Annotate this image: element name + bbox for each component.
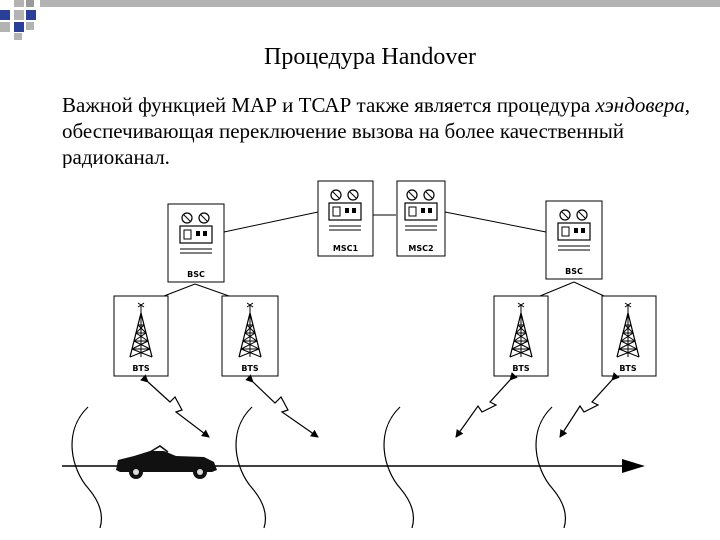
bts4-node: BTS [601, 295, 657, 377]
car-icon [116, 445, 217, 479]
body-text-italic: хэндовера [595, 93, 685, 117]
bts2-label: BTS [241, 364, 259, 373]
link-lines [163, 211, 605, 297]
bts3-node: BTS [493, 295, 549, 377]
bsc-left-node: BSC [167, 203, 225, 283]
radio-link-3 [455, 372, 518, 438]
radio-link-4 [559, 372, 620, 438]
cell-boundaries [71, 406, 567, 529]
msc2-label: MSC2 [408, 244, 433, 253]
bts3-label: BTS [512, 364, 530, 373]
bsc-right-label: BSC [565, 267, 583, 276]
msc2-node: MSC2 [396, 180, 446, 257]
slide-body-text: Важной функцией МАР и ТСАР также являетс… [62, 92, 702, 168]
body-text-part2: , обеспечивающая переключение вызова на … [62, 93, 691, 168]
bts1-node: BTS [113, 295, 169, 377]
slide-decoration [0, 0, 720, 40]
body-text-part1: Важной функцией МАР и ТСАР также являетс… [62, 93, 596, 117]
bts1-label: BTS [132, 364, 150, 373]
radio-link-2 [245, 374, 319, 438]
radio-links [140, 372, 620, 438]
radio-link-1 [140, 374, 210, 438]
bts2-node: BTS [221, 295, 279, 377]
msc1-node: MSC1 [317, 180, 374, 257]
msc1-label: MSC1 [333, 244, 359, 253]
bts4-label: BTS [619, 364, 637, 373]
bsc-left-label: BSC [187, 270, 205, 279]
slide-title: Процедура Handover [263, 44, 476, 70]
bsc-right-node: BSC [545, 200, 603, 280]
